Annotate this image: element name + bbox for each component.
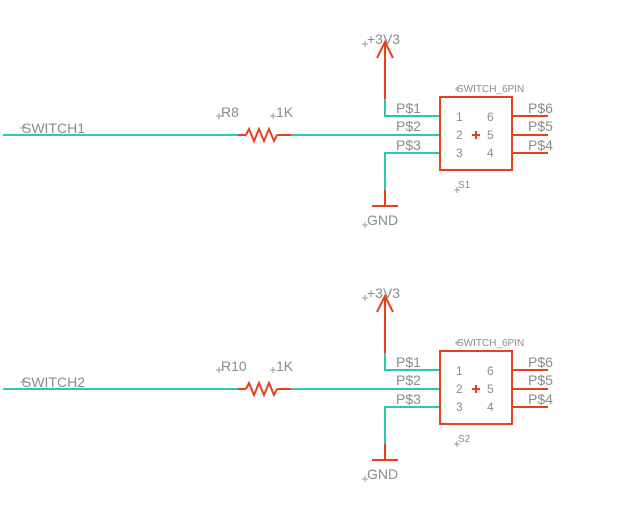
resistor-name: R8 — [221, 104, 239, 120]
ground-symbol: GND — [362, 190, 398, 228]
resistor-name: R10 — [221, 358, 247, 374]
net-label-switch1: SWITCH1 — [20, 120, 85, 136]
pin-label: P$6 — [528, 354, 553, 370]
resistor-value: 1K — [276, 104, 294, 120]
ground-symbol: GND — [362, 444, 398, 482]
pin-label: P$1 — [396, 100, 421, 116]
pin-label: P$5 — [528, 118, 553, 134]
pin-number: 5 — [487, 128, 494, 142]
pin-label: P$1 — [396, 354, 421, 370]
switch-component-s1: SWITCH_6PIN S1 1 2 3 6 5 4 P$1 P$2 P$3 P… — [396, 84, 553, 193]
switch-type-label: SWITCH_6PIN — [457, 338, 524, 349]
pin-number: 1 — [456, 364, 463, 378]
circuit-block-2: SWITCH2 R10 1K +3V3 GND — [3, 285, 553, 482]
switch-name-label: S2 — [458, 434, 471, 445]
pin-number: 2 — [456, 128, 463, 142]
ground-label: GND — [367, 466, 398, 482]
power-symbol-3v3: +3V3 — [362, 31, 400, 100]
resistor-value: 1K — [276, 358, 294, 374]
pin-label: P$4 — [528, 391, 553, 407]
ground-wire — [384, 152, 441, 191]
net-label-text: SWITCH1 — [22, 120, 85, 136]
net-label-text: SWITCH2 — [22, 374, 85, 390]
pin-number: 6 — [487, 110, 494, 124]
ground-label: GND — [367, 212, 398, 228]
net-label-switch2: SWITCH2 — [20, 374, 85, 390]
pin-number: 2 — [456, 382, 463, 396]
switch-component-s2: SWITCH_6PIN S2 1 2 3 6 5 4 P$1 P$2 P$3 P… — [396, 338, 553, 447]
power-wire — [384, 99, 441, 117]
power-label: +3V3 — [367, 31, 400, 47]
pin-number: 6 — [487, 364, 494, 378]
pin-number: 3 — [456, 400, 463, 414]
resistor-r8: R8 1K — [216, 104, 294, 144]
resistor-r10: R10 1K — [216, 358, 294, 398]
pin-number: 3 — [456, 146, 463, 160]
switch-type-label: SWITCH_6PIN — [457, 84, 524, 95]
circuit-block-1: SWITCH1 R8 1K +3V3 GND — [3, 31, 553, 228]
pin-label: P$2 — [396, 372, 421, 388]
power-symbol-3v3: +3V3 — [362, 285, 400, 354]
pin-number: 4 — [487, 400, 494, 414]
pin-number: 1 — [456, 110, 463, 124]
pin-label: P$5 — [528, 372, 553, 388]
pin-number: 4 — [487, 146, 494, 160]
pin-number: 5 — [487, 382, 494, 396]
pin-label: P$3 — [396, 391, 421, 407]
power-label: +3V3 — [367, 285, 400, 301]
pin-label: P$3 — [396, 137, 421, 153]
pin-label: P$2 — [396, 118, 421, 134]
pin-label: P$4 — [528, 137, 553, 153]
switch-name-label: S1 — [458, 180, 471, 191]
power-wire — [384, 353, 441, 371]
pin-label: P$6 — [528, 100, 553, 116]
ground-wire — [384, 406, 441, 445]
